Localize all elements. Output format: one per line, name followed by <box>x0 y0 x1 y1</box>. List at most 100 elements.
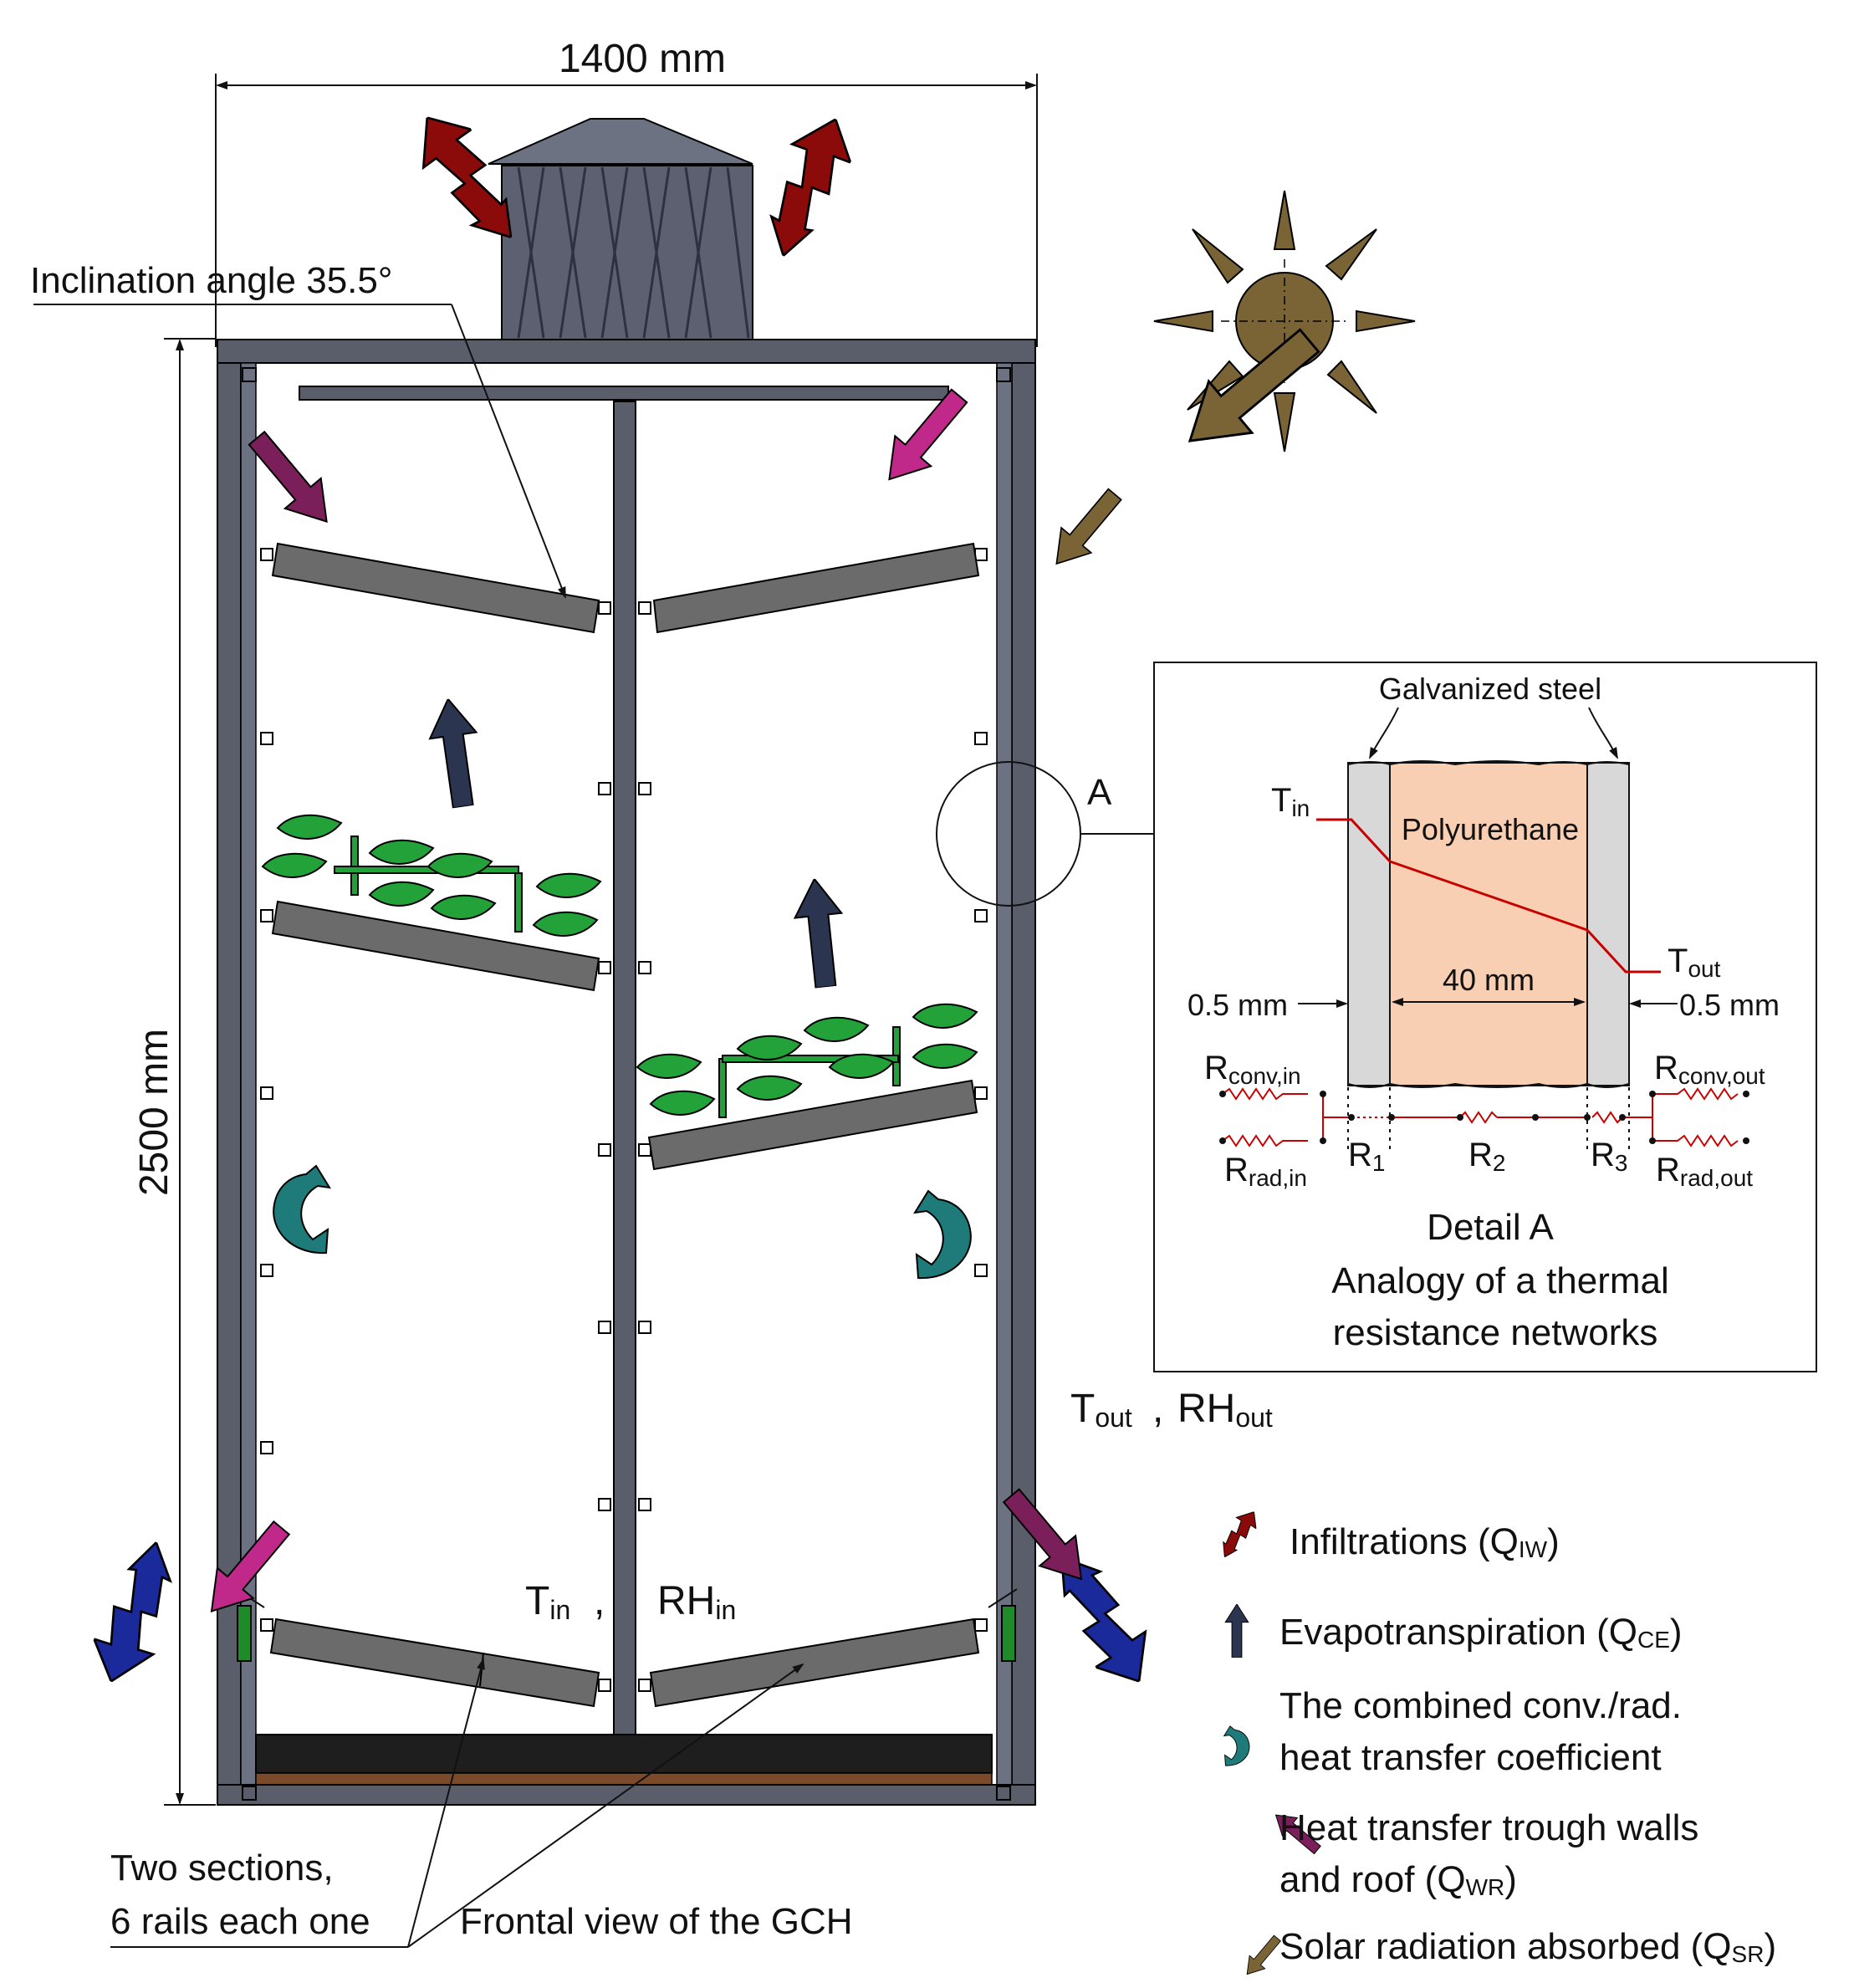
infiltration-icon <box>1211 1505 1264 1561</box>
legend-walls-text: and roof (Q <box>1279 1859 1466 1900</box>
rail-right-1 <box>652 542 980 634</box>
legend-infiltrations: Infiltrations (QIW) <box>1211 1505 1560 1562</box>
evapotranspiration-icon <box>1224 1604 1249 1658</box>
inclination-callout: Inclination angle 35.5° <box>30 260 566 599</box>
detail-t-in-sub: in <box>1291 795 1310 821</box>
legend-evapo-text: Evapotranspiration (Q <box>1279 1612 1637 1653</box>
svg-text:Tout: Tout <box>1070 1387 1132 1433</box>
svg-text:Rrad,in: Rrad,in <box>1224 1152 1307 1191</box>
legend-infiltrations-text: Infiltrations (Q <box>1290 1521 1519 1562</box>
legend: Infiltrations (QIW) Evapotranspiration (… <box>1211 1505 1776 1981</box>
detail-t-in-main: T <box>1271 782 1291 819</box>
r1-main: R <box>1348 1137 1372 1173</box>
svg-text:Rrad,out: Rrad,out <box>1656 1152 1753 1191</box>
svg-text:RHout: RHout <box>1177 1387 1273 1433</box>
r3-sub: 3 <box>1615 1150 1628 1176</box>
rails-label-line2: 6 rails each one <box>110 1901 370 1942</box>
svg-text:R2: R2 <box>1468 1137 1505 1176</box>
legend-combined-line2: heat transfer coefficient <box>1279 1737 1662 1778</box>
rail-left-3 <box>269 1617 600 1708</box>
r-conv-out-main: R <box>1654 1050 1678 1086</box>
steel-layer-right <box>1586 762 1630 1086</box>
core-label: Polyurethane <box>1402 812 1579 846</box>
solar-radiation-icon <box>1239 1931 1286 1981</box>
svg-text:R3: R3 <box>1591 1137 1627 1176</box>
r3-main: R <box>1591 1137 1615 1173</box>
detail-caption-line1: Analogy of a thermal <box>1331 1260 1669 1301</box>
detail-a-marker: A <box>936 761 1154 907</box>
rh-in-main: RH <box>657 1579 715 1623</box>
right-thickness-label: 0.5 mm <box>1679 988 1780 1022</box>
steel-layer-left <box>1347 762 1391 1086</box>
detail-caption-line2: resistance networks <box>1333 1312 1658 1353</box>
r1-sub: 1 <box>1372 1150 1386 1176</box>
combined-coefficient-icon <box>1223 1725 1250 1766</box>
t-out-sub: out <box>1095 1403 1132 1433</box>
rail-right-3 <box>649 1617 980 1708</box>
svg-text:Tout: Tout <box>1668 943 1721 982</box>
r2-main: R <box>1468 1137 1493 1173</box>
detail-a-panel: Galvanized steel Polyurethane Tin Tout 0… <box>1153 662 1817 1372</box>
width-dimension: 1400 mm <box>215 37 1038 347</box>
svg-text:and roof (QWR): and roof (QWR) <box>1279 1859 1517 1900</box>
rail-brackets <box>260 548 988 1692</box>
legend-walls-sub: WR <box>1466 1874 1505 1900</box>
svg-text:R1: R1 <box>1348 1137 1385 1176</box>
r-rad-in-main: R <box>1224 1152 1249 1188</box>
plant-left <box>262 814 601 937</box>
temperature-profile <box>1316 818 1661 974</box>
t-in-sep: , <box>594 1579 605 1623</box>
height-dimension: 2500 mm <box>132 338 216 1806</box>
plant-right <box>636 1003 978 1118</box>
outside-conditions: Tout , RHout <box>1070 1387 1273 1433</box>
legend-infiltrations-close: ) <box>1547 1521 1560 1562</box>
rh-out-sub: out <box>1235 1403 1273 1433</box>
legend-combined: The combined conv./rad. heat transfer co… <box>1223 1685 1682 1778</box>
legend-solar-text: Solar radiation absorbed (Q <box>1279 1926 1732 1967</box>
detail-t-out-sub: out <box>1688 956 1720 982</box>
detail-t-out-main: T <box>1668 943 1688 979</box>
rails-callout: Two sections, 6 rails each one <box>110 1658 804 1948</box>
legend-evapo-sub: CE <box>1637 1627 1670 1653</box>
rails-label-line1: Two sections, <box>110 1847 334 1888</box>
r-conv-in-main: R <box>1204 1050 1228 1086</box>
sun-icon <box>1153 190 1416 452</box>
svg-text:Rconv,in: Rconv,in <box>1204 1050 1301 1089</box>
svg-text:RHin: RHin <box>657 1579 736 1625</box>
r-conv-in-sub: conv,in <box>1228 1063 1301 1089</box>
legend-solar-sub: SR <box>1732 1941 1765 1967</box>
legend-walls-close: ) <box>1504 1859 1517 1900</box>
detail-caption-title: Detail A <box>1427 1207 1554 1248</box>
width-label: 1400 mm <box>559 37 726 81</box>
rail-left-2 <box>271 900 600 992</box>
steel-label: Galvanized steel <box>1379 672 1601 706</box>
legend-walls-line1: Heat transfer trough walls <box>1279 1807 1698 1848</box>
r-conv-out-sub: conv,out <box>1678 1063 1765 1089</box>
r-rad-out-sub: rad,out <box>1680 1165 1753 1191</box>
legend-infiltrations-sub: IW <box>1519 1536 1548 1562</box>
rh-in-sub: in <box>715 1595 736 1625</box>
legend-solar-close: ) <box>1764 1926 1776 1967</box>
legend-walls: Heat transfer trough walls and roof (QWR… <box>1268 1805 1698 1900</box>
svg-text:Rconv,out: Rconv,out <box>1654 1050 1765 1089</box>
detail-marker-label: A <box>1087 772 1112 813</box>
t-out-sep: , <box>1152 1387 1163 1431</box>
svg-text:Tin: Tin <box>525 1579 570 1625</box>
height-label: 2500 mm <box>132 1029 176 1196</box>
rh-out-main: RH <box>1177 1387 1235 1431</box>
frontal-view-label: Frontal view of the GCH <box>460 1901 853 1942</box>
legend-combined-line1: The combined conv./rad. <box>1279 1685 1682 1726</box>
r-rad-in-sub: rad,in <box>1249 1165 1307 1191</box>
rail-right-2 <box>647 1079 978 1171</box>
legend-solar: Solar radiation absorbed (QSR) <box>1239 1926 1776 1981</box>
r2-sub: 2 <box>1493 1150 1506 1176</box>
t-in-sub: in <box>549 1595 570 1625</box>
resistance-network <box>1222 1087 1739 1147</box>
polyurethane-layer <box>1389 762 1588 1086</box>
svg-text:Evapotranspiration (QCE): Evapotranspiration (QCE) <box>1279 1612 1683 1653</box>
rail-left-1 <box>271 542 600 634</box>
core-thickness-label: 40 mm <box>1443 963 1535 997</box>
svg-text:Tin: Tin <box>1271 782 1310 821</box>
svg-text:Infiltrations (QIW): Infiltrations (QIW) <box>1290 1521 1560 1562</box>
